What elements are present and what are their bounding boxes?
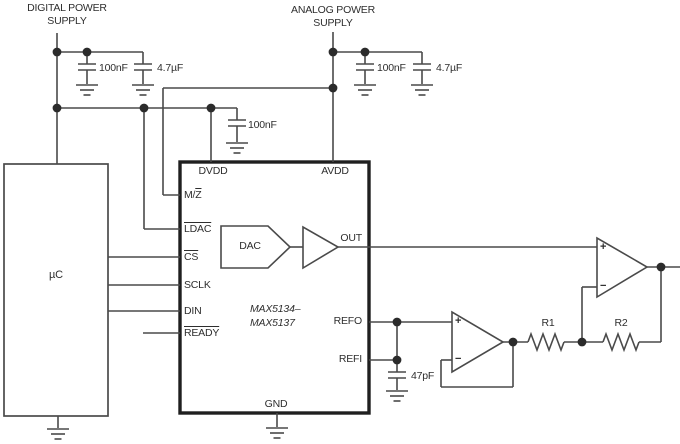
junction-dot [206, 103, 216, 113]
ground-symbol [46, 428, 70, 440]
junction-dot [508, 337, 518, 347]
ground-symbol [225, 142, 249, 154]
junction-dot [52, 103, 62, 113]
dac-block [220, 225, 292, 269]
pin-mz-prefix: M/ [184, 189, 196, 201]
junction-dot [392, 355, 402, 365]
capacitor-digital-100nf [75, 52, 99, 96]
digital-supply-line2: SUPPLY [47, 14, 87, 27]
wire-ldac [143, 108, 180, 230]
chip-part-number: MAX5134– MAX5137 [250, 303, 301, 330]
pin-din-label: DIN [184, 305, 202, 317]
digital-supply-label: DIGITAL POWER SUPPLY [22, 2, 112, 27]
junction-dot [52, 47, 62, 57]
chip-ground [265, 413, 289, 439]
analog-100nf-label: 100nF [377, 62, 406, 74]
pin-out-label: OUT [340, 232, 362, 244]
wire-mz [162, 87, 333, 196]
gain-opamp-minus-sign: − [600, 280, 607, 292]
capacitor-symbol [412, 63, 432, 71]
mcu-ground [46, 416, 70, 440]
output-gain-opamp [596, 236, 649, 299]
junction-dot [82, 47, 92, 57]
buffer-opamp-plus-sign: + [455, 315, 462, 327]
buffer-opamp-minus-sign: − [455, 353, 462, 365]
resistor-r2-label: R2 [614, 317, 628, 329]
digital-supply-line1: DIGITAL POWER [27, 2, 107, 14]
analog-supply-line1: ANALOG POWER [291, 4, 375, 16]
pin-dvdd-label: DVDD [198, 165, 228, 177]
junction-dot [656, 262, 666, 272]
pin-mz-overline: Z [195, 189, 202, 201]
chip-part-line1: MAX5134– [250, 303, 301, 315]
digital-100nf-label: 100nF [99, 62, 128, 74]
ref-47pf-label: 47pF [411, 370, 435, 382]
reference-buffer-opamp [451, 310, 505, 374]
digital-4u7-label: 4.7µF [157, 62, 184, 74]
ground-symbol [131, 84, 155, 96]
ground-symbol [385, 390, 409, 402]
wire-analog-supply [332, 32, 422, 162]
junction-dot [328, 83, 338, 93]
pin-gnd-label: GND [264, 398, 288, 410]
capacitor-symbol [133, 63, 153, 71]
analog-supply-label: ANALOG POWER SUPPLY [288, 4, 378, 29]
capacitor-symbol [387, 371, 407, 379]
chip-part-line2: MAX5137 [250, 316, 295, 329]
pin-refo-label: REFO [333, 315, 363, 327]
ground-symbol [353, 84, 377, 96]
junction-dot [392, 317, 402, 327]
junction-dot [328, 47, 338, 57]
junction-dot [577, 337, 587, 347]
capacitor-analog-100nf [353, 52, 377, 96]
analog-supply-line2: SUPPLY [313, 16, 353, 29]
wire-buffer-feedback [440, 342, 514, 388]
capacitor-dvdd-100nf [225, 108, 249, 154]
pin-ready-label: READY [184, 327, 220, 339]
junction-dot [360, 47, 370, 57]
capacitor-ref-47pf [385, 371, 409, 402]
ground-symbol [410, 84, 434, 96]
resistor-r1-label: R1 [541, 317, 555, 329]
dac-label: DAC [239, 240, 261, 252]
pin-ldac-label: LDAC [184, 223, 212, 235]
pin-mz-label: M/Z [184, 189, 202, 202]
capacitor-digital-4u7 [131, 52, 155, 96]
gain-opamp-plus-sign: + [600, 241, 607, 253]
capacitor-symbol [77, 63, 97, 71]
mcu-block [3, 163, 109, 417]
mcu-label: µC [49, 269, 63, 281]
dvdd-100nf-label: 100nF [248, 119, 277, 131]
ground-symbol [75, 84, 99, 96]
capacitor-symbol [227, 119, 247, 127]
wire-gain-feedback [581, 267, 662, 343]
pin-sclk-label: SCLK [184, 279, 211, 291]
pin-cs-label: CS [184, 251, 199, 263]
pin-refi-label: REFI [338, 353, 362, 365]
internal-buffer-triangle [302, 225, 340, 270]
ground-symbol [265, 427, 289, 439]
dac-chip-block [178, 160, 371, 415]
junction-dot [139, 103, 149, 113]
analog-4u7-label: 4.7µF [436, 62, 463, 74]
pin-avdd-label: AVDD [321, 165, 349, 177]
capacitor-symbol [355, 63, 375, 71]
capacitor-analog-4u7 [410, 52, 434, 96]
resistor-r2 [602, 331, 640, 353]
resistor-r1 [527, 331, 565, 353]
